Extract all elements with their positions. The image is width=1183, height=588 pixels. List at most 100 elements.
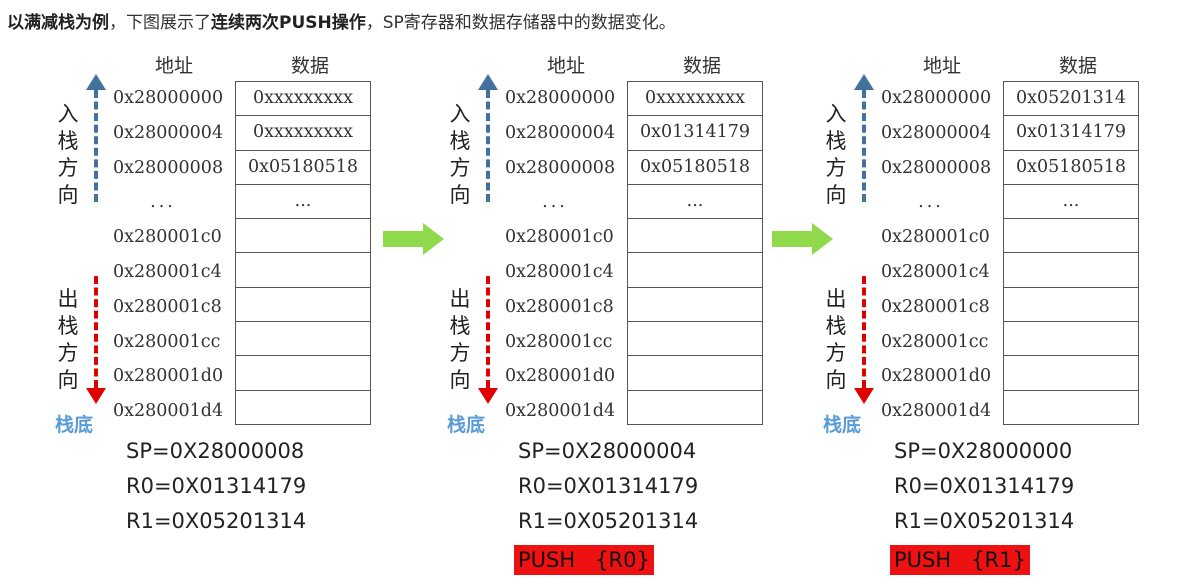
pop-direction-char: 出 — [825, 287, 847, 311]
push-direction-line — [862, 90, 866, 202]
pop-direction-arrow-icon — [478, 388, 498, 404]
address-cell: 0x28000008 — [113, 157, 224, 178]
push-direction-char: 向 — [449, 183, 471, 207]
push-direction-char: 入 — [825, 102, 847, 126]
stack-bottom-label: 栈底 — [447, 414, 486, 436]
intro-bold-1: 以满减栈为例 — [7, 13, 109, 33]
memory-cell — [236, 356, 370, 391]
push-direction-char: 向 — [57, 183, 79, 207]
pop-direction-char: 向 — [57, 368, 79, 392]
memory-cell — [236, 288, 370, 323]
register-line: R1=0X05201314 — [126, 509, 307, 533]
intro-normal-1: ，下图展示了 — [109, 13, 211, 33]
push-direction-char: 向 — [825, 183, 847, 207]
push-direction-char: 方 — [449, 156, 471, 180]
address-cell: ... — [542, 192, 568, 213]
memory-cell — [628, 322, 762, 357]
data-header: 数据 — [291, 55, 330, 77]
pop-direction-char: 出 — [57, 287, 79, 311]
memory-cell — [1004, 253, 1138, 288]
memory-cell: ... — [236, 185, 370, 220]
address-cell: 0x280001c0 — [881, 227, 990, 248]
push-direction-arrow-icon — [86, 74, 106, 90]
memory-cell: 0xxxxxxxxx — [628, 82, 762, 117]
address-cell: ... — [150, 192, 176, 213]
pop-direction-arrow-icon — [854, 388, 874, 404]
pop-direction-char: 向 — [449, 368, 471, 392]
push-instruction: PUSH {R0} — [514, 545, 654, 575]
data-header: 数据 — [683, 55, 722, 77]
memory-cell — [236, 219, 370, 254]
address-cell: 0x280001d4 — [881, 401, 992, 422]
address-cell: 0x28000000 — [505, 88, 616, 108]
pop-direction-char: 方 — [825, 341, 847, 365]
push-direction-char: 入 — [57, 102, 79, 126]
memory-cell: 0x01314179 — [1004, 116, 1138, 151]
push-direction-arrow-icon — [478, 74, 498, 90]
address-cell: 0x28000004 — [505, 122, 616, 143]
pop-direction-char: 向 — [825, 368, 847, 392]
pop-direction-char: 栈 — [449, 314, 471, 338]
push-direction-char: 栈 — [449, 129, 471, 153]
address-cell: 0x280001cc — [505, 331, 613, 352]
address-cell: 0x280001c0 — [505, 227, 614, 248]
intro-bold-2: 连续两次PUSH操作 — [211, 13, 366, 33]
register-line: R1=0X05201314 — [518, 509, 699, 533]
memory-cell — [628, 356, 762, 391]
memory-cell — [1004, 219, 1138, 254]
address-cell: ... — [918, 192, 944, 213]
address-cell: 0x280001c4 — [113, 261, 222, 282]
memory-cell — [236, 253, 370, 288]
address-header: 地址 — [547, 55, 586, 77]
right-arrow-icon — [383, 223, 444, 255]
memory-cell — [1004, 288, 1138, 323]
push-direction-line — [94, 90, 98, 202]
register-line: R0=0X01314179 — [518, 474, 699, 498]
right-arrow-icon — [772, 223, 833, 255]
address-cell: 0x280001c8 — [113, 296, 222, 317]
memory-cell — [628, 288, 762, 323]
pop-direction-label: 出栈方向 — [823, 286, 849, 394]
address-cell: 0x28000008 — [881, 157, 992, 178]
register-line: R0=0X01314179 — [126, 474, 307, 498]
memory-cell — [1004, 322, 1138, 357]
memory-cell: 0xxxxxxxxx — [236, 82, 370, 117]
pop-direction-arrow-icon — [86, 388, 106, 404]
register-line: R1=0X05201314 — [894, 509, 1075, 533]
address-cell: 0x28000000 — [113, 88, 224, 108]
push-direction-label: 入栈方向 — [823, 101, 849, 209]
push-direction-char: 栈 — [57, 129, 79, 153]
address-cell: 0x280001c8 — [505, 296, 614, 317]
memory-cell: 0x05201314 — [1004, 82, 1138, 117]
address-cell: 0x280001d0 — [113, 366, 224, 387]
register-line: SP=0X28000000 — [894, 439, 1073, 463]
pop-direction-char: 栈 — [57, 314, 79, 338]
address-cell: 0x28000004 — [113, 122, 224, 143]
address-cell: 0x280001d0 — [881, 366, 992, 387]
address-cell: 0x280001c8 — [881, 296, 990, 317]
register-line: SP=0X28000008 — [126, 439, 305, 463]
address-cell: 0x280001c0 — [113, 227, 222, 248]
address-cell: 0x28000004 — [881, 122, 992, 143]
memory-cell: 0x05180518 — [236, 151, 370, 185]
pop-direction-char: 方 — [57, 341, 79, 365]
address-header: 地址 — [923, 55, 962, 77]
memory-cell: 0x05180518 — [1004, 151, 1138, 185]
memory-cell — [628, 219, 762, 254]
push-direction-label: 入栈方向 — [55, 101, 81, 209]
address-cell: 0x280001d0 — [505, 366, 616, 387]
memory-cell: ... — [628, 185, 762, 220]
pop-direction-line — [94, 276, 98, 388]
pop-direction-label: 出栈方向 — [447, 286, 473, 394]
memory-cell — [628, 253, 762, 288]
